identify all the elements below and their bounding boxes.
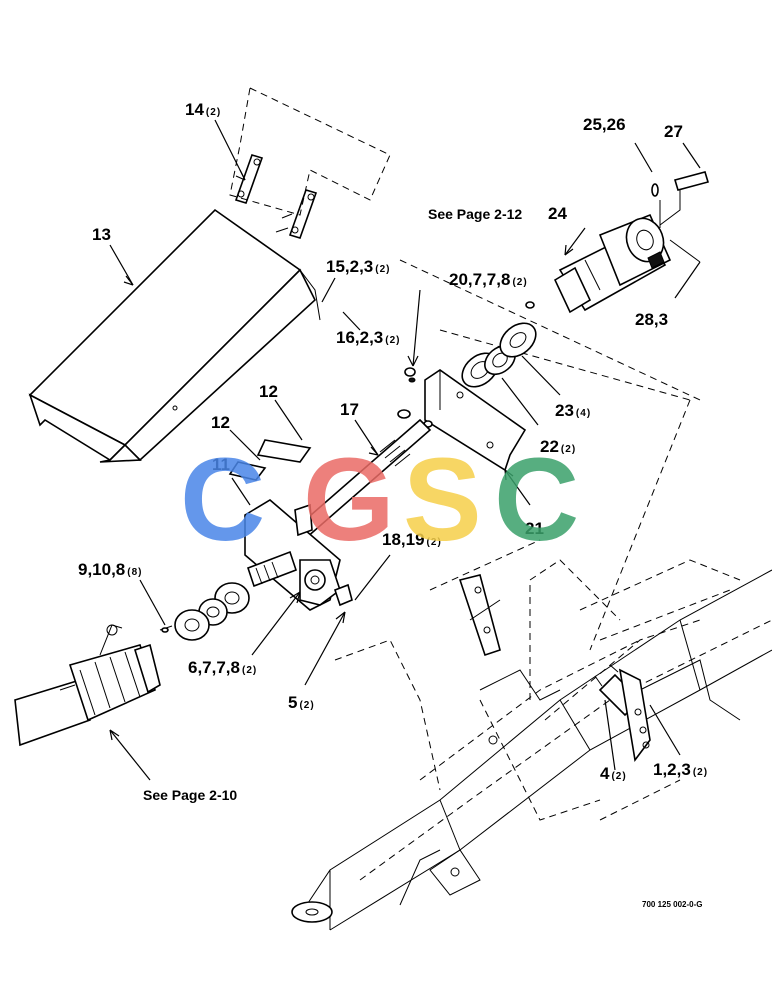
frame-bracket-right (594, 664, 651, 762)
callout-12-upper: 12 (259, 382, 278, 401)
hidden-panel (229, 87, 701, 791)
leader-lines (109, 119, 701, 781)
callout-12-lower: 12 (211, 413, 230, 432)
watermark-letter-3: S (403, 434, 482, 566)
watermark-letter-2: G (303, 434, 395, 566)
callout-14: 14(2) (185, 100, 221, 119)
watermark-letter-4: C (494, 434, 579, 566)
bearing-plate-21 (424, 369, 527, 472)
note-see-page-2-12: See Page 2-12 (428, 206, 522, 222)
callout-24: 24 (548, 204, 567, 223)
callout-13: 13 (92, 225, 111, 244)
callout-21: 21 (525, 519, 544, 538)
flange-bearings-left (159, 550, 298, 641)
callout-1: 1,2,3(2) (653, 760, 708, 779)
callout-27: 27 (664, 122, 683, 141)
callout-15: 15,2,3(2) (326, 257, 391, 276)
callout-5: 5(2) (288, 693, 315, 712)
flange-bearings-right (461, 322, 537, 388)
callout-labels: 14(2) 13 15,2,3(2) 16,2,3(2) 20,7,7,8(2)… (78, 100, 708, 909)
note-see-page-2-10: See Page 2-10 (143, 787, 237, 803)
drawing-code: 700 125 002-0-G (642, 900, 703, 909)
watermark: C G S C (180, 434, 579, 566)
callout-23: 23(4) (555, 401, 591, 420)
pto-driveline-right (525, 171, 710, 314)
decals-11-12 (228, 439, 312, 481)
callout-4: 4(2) (600, 764, 627, 783)
callout-28: 28,3 (635, 310, 668, 329)
callout-11: 11 (212, 455, 230, 474)
pto-driveline-left (14, 624, 161, 747)
shield-13 (28, 208, 321, 463)
callout-25: 25,26 (583, 115, 626, 134)
callout-6: 6,7,7,8(2) (188, 658, 257, 677)
callout-17: 17 (340, 400, 359, 419)
bolts-20 (397, 367, 433, 428)
watermark-letter-1: C (180, 434, 265, 566)
callout-18: 18,19(2) (382, 530, 442, 549)
callout-16: 16,2,3(2) (336, 328, 401, 347)
bearing-plate-left (244, 499, 353, 611)
straps-14 (234, 154, 318, 239)
hitch-frame (291, 559, 772, 931)
callout-9: 9,10,8(8) (78, 560, 143, 579)
callout-20: 20,7,7,8(2) (449, 270, 528, 289)
callout-22: 22(2) (540, 437, 576, 456)
frame-bracket-left (458, 574, 501, 745)
